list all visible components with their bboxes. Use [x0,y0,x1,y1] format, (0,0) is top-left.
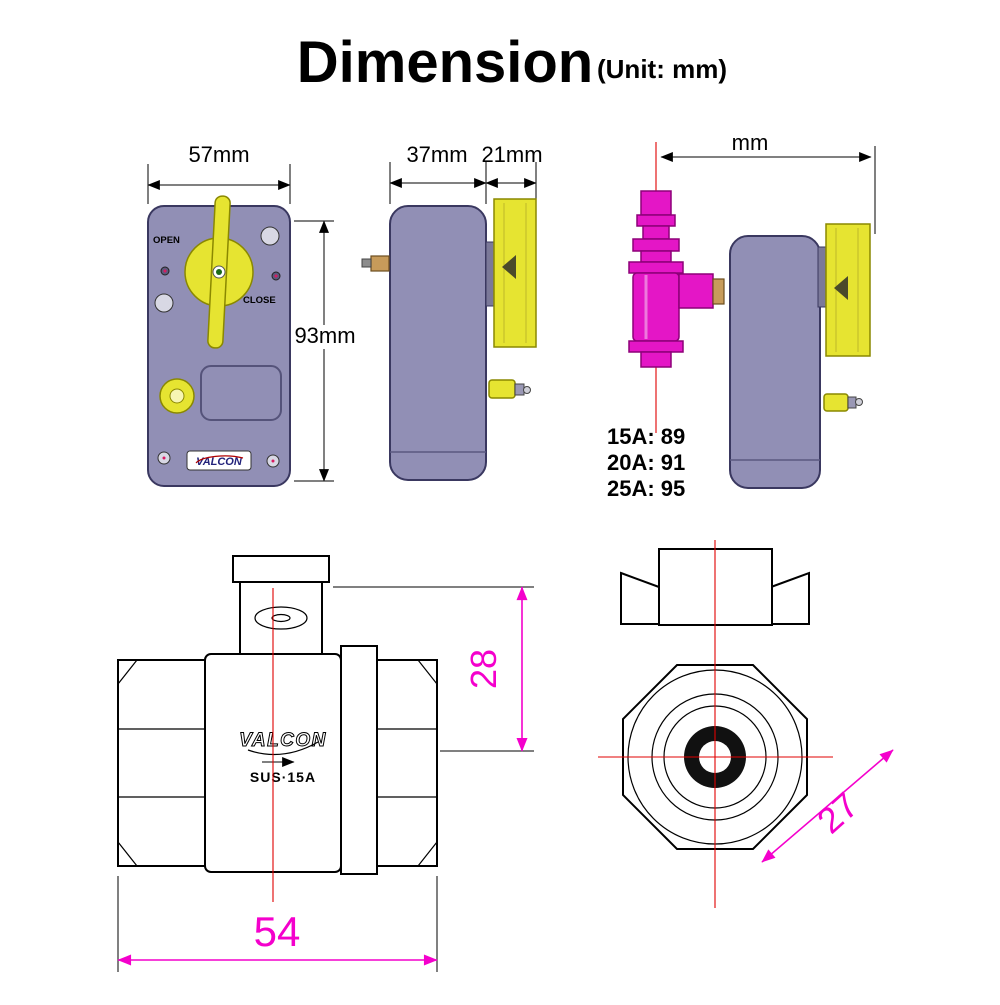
label-panel [200,365,282,421]
unit-label: (Unit: mm) [597,54,727,84]
valve-tip [640,190,672,216]
left-hex-nut [117,659,206,867]
front-view: 57mm OPEN CLOSE VALCON [147,142,356,487]
brand-logo-front: VALCON [196,456,243,468]
right-hex-nut [376,659,438,867]
valve-neck [640,250,672,263]
header: Dimension (Unit: mm) [297,30,727,95]
port-front-center [169,388,185,404]
brand-logo-valve: VALCON [239,730,327,751]
side-connector-pin [361,258,372,268]
screw-bottom-right-dot [271,459,275,463]
stem-neck [239,581,323,655]
right-wing [770,571,810,625]
page-title: Dimension [297,30,594,95]
left-nut-chamfers [117,659,138,867]
stem-slot [271,613,291,623]
right-flange [340,645,378,875]
screw-bottom-left-dot [162,456,166,460]
actuator-side-body [389,205,487,481]
size-row-15a: 15A: 89 [607,424,685,449]
width-54-label: 54 [254,908,301,955]
valve-collar [632,238,680,252]
assembly-handle-hub [817,246,827,308]
left-wing [620,571,660,625]
dimension-handle-21: 21mm [481,142,543,204]
assembly-port-knob [855,398,863,406]
valve-flange-top [628,261,684,274]
handle-chevron-icon [502,255,516,279]
right-nut-chamfers [417,659,438,867]
open-label: OPEN [153,235,180,246]
height-28-label: 28 [463,649,504,689]
dim-label-bg [297,325,353,349]
side-port [488,379,516,399]
side-connector [370,255,390,272]
assembly-handle-lines [835,228,859,352]
left-nut-outline [117,659,206,867]
dimension-54: 54 [117,876,438,972]
pin-right-dot [274,274,278,278]
side-view: 37mm 21mm [361,142,543,481]
side-handle-width-label: 21mm [481,142,542,167]
valve-front-view: VALCON SUS·15A 28 54 [117,555,534,972]
valve-flange-bottom [628,340,684,353]
handle-edge-lines [503,203,527,343]
assembly-actuator-body [729,235,821,489]
dimension-28: 28 [333,586,534,752]
valve-pipe-bottom [640,351,672,368]
knob-center-dot [216,269,222,275]
assembly-length-label: mm [732,130,769,155]
assembly-port [823,393,849,412]
valve-body-magenta [628,190,725,368]
side-port-tip [514,383,525,396]
dimension-body-37: 37mm [389,142,487,204]
assembly-view: mm 15A: 89 20A: 91 [607,130,876,501]
close-label: CLOSE [243,295,276,306]
valve-end-view: 27 [598,540,894,908]
model-label: SUS·15A [250,769,316,785]
stem-cap [232,555,330,583]
valve-step1 [636,214,676,227]
valve-step2 [642,225,670,240]
logo-swoosh-icon [195,455,244,464]
dimension-width-57: 57mm [147,142,291,204]
dimension-height-93: 93mm [294,220,356,482]
assembly-handle-chevron-icon [834,276,848,300]
valve-main [632,272,680,342]
screw-left [154,293,174,313]
size-table: 15A: 89 20A: 91 25A: 95 [607,424,685,501]
front-height-label: 93mm [294,323,355,348]
dimension-overall-length: mm [660,130,876,234]
right-nut-outline [376,659,438,867]
screw-top-right [260,226,280,246]
width-27-label: 27 [809,784,866,841]
valve-side-outlet [678,273,714,309]
side-body-width-label: 37mm [406,142,467,167]
logo-plate [186,450,252,471]
side-port-knob [523,386,531,394]
right-nut-facets [377,728,437,798]
stem-detail [254,606,308,630]
pin-left-dot [163,269,167,273]
front-width-label: 57mm [188,142,249,167]
size-row-20a: 20A: 91 [607,450,685,475]
valve-logo-swoosh-icon [247,741,319,756]
size-row-25a: 25A: 95 [607,476,685,501]
valve-tan-ring [712,278,725,305]
left-nut-facets [118,728,205,798]
assembly-port-tip [847,396,857,409]
